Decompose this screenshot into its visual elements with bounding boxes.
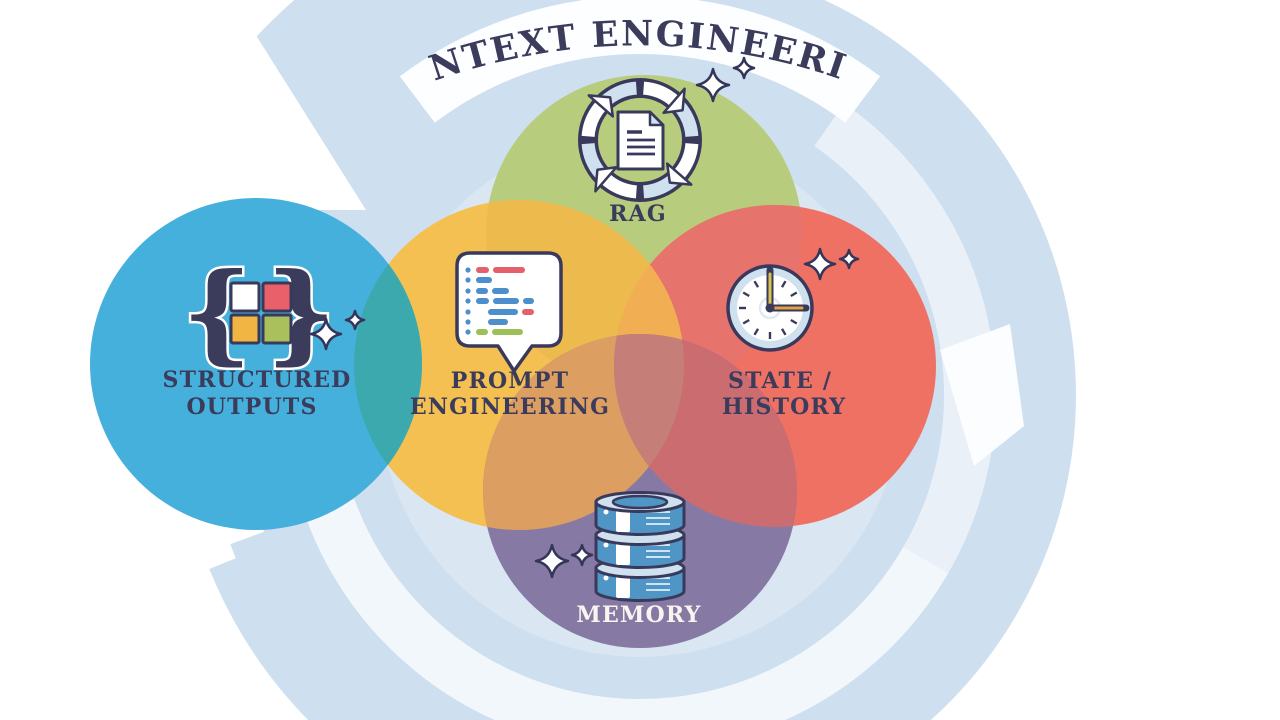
sparkle-icon xyxy=(344,309,366,331)
sparkle-icon xyxy=(803,247,837,281)
left-brace: { xyxy=(182,250,251,376)
sparkle-icon xyxy=(534,543,570,579)
sparkle-icon xyxy=(695,67,731,103)
right-brace: } xyxy=(266,250,335,376)
swirl-cut-edge xyxy=(230,0,366,210)
swirl-bottomleft-band xyxy=(209,548,391,720)
database-stack-icon xyxy=(594,491,686,602)
db-cylinder xyxy=(594,557,686,602)
sparkles xyxy=(309,56,860,579)
sparkle-icon xyxy=(838,248,860,270)
db-cylinder xyxy=(594,491,686,536)
venn-circle-structured-outputs xyxy=(90,198,422,530)
braces-grid-icon: { } xyxy=(180,248,338,379)
document-glyph xyxy=(616,110,665,171)
label-structured-line1: STRUCTURED xyxy=(163,367,352,393)
code-lines xyxy=(465,267,534,335)
document-sync-icon xyxy=(578,78,702,202)
label-prompt-line1: PROMPT xyxy=(451,368,569,394)
label-state-line2: HISTORY xyxy=(722,394,846,420)
label-state-line1: STATE / xyxy=(728,368,832,394)
label-structured-line2: OUTPUTS xyxy=(186,394,317,420)
swirl-highlight-bottom xyxy=(305,498,949,720)
swirl-outer-ring xyxy=(230,0,1076,720)
swirl-topleft-band xyxy=(237,0,514,129)
code-speech-bubble-icon xyxy=(455,251,563,373)
clock-icon xyxy=(726,264,814,352)
swirl-highlight-right xyxy=(814,103,996,573)
sparkle-icon xyxy=(309,317,343,351)
swirl-arrow-notch xyxy=(940,324,1024,466)
title-band xyxy=(399,0,881,123)
sparkle-icon xyxy=(570,543,594,567)
sparkle-icon xyxy=(732,56,756,80)
label-rag: RAG xyxy=(609,201,667,227)
label-prompt-line2: ENGINEERING xyxy=(410,394,610,420)
label-memory: MEMORY xyxy=(576,602,701,628)
